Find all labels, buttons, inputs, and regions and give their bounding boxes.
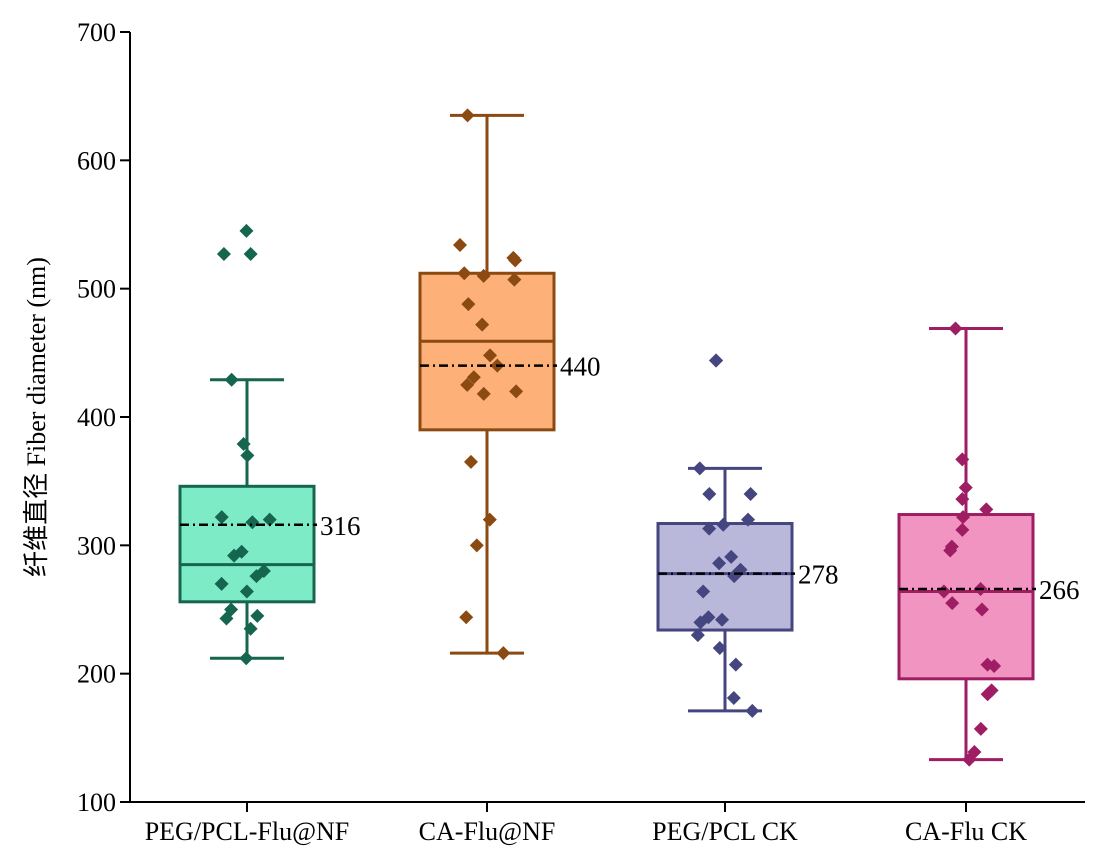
category-label: CA-Flu@NF — [419, 817, 556, 846]
data-point — [945, 596, 960, 611]
data-point — [948, 321, 963, 336]
data-point — [956, 510, 971, 525]
points-layer — [180, 108, 1036, 767]
data-point — [461, 297, 476, 312]
data-point — [249, 569, 264, 584]
y-tick-label: 400 — [77, 403, 116, 432]
y-tick-label: 500 — [77, 275, 116, 304]
data-point — [508, 253, 523, 268]
iqr-box — [178, 484, 316, 604]
data-point — [726, 691, 741, 706]
data-point — [741, 512, 756, 527]
category-label: PEG/PCL CK — [652, 817, 798, 846]
mean-value-label: 278 — [798, 560, 839, 590]
data-point — [239, 223, 254, 238]
data-point — [243, 247, 258, 262]
y-tick-label: 300 — [77, 531, 116, 560]
data-point — [690, 628, 705, 643]
data-point — [216, 247, 231, 262]
data-point — [483, 348, 498, 363]
data-point — [460, 377, 475, 392]
data-point — [219, 611, 234, 626]
boxes-layer — [178, 113, 1035, 762]
data-point — [955, 492, 970, 507]
data-point — [507, 272, 522, 287]
data-point — [239, 651, 254, 666]
data-point — [693, 615, 708, 630]
data-point — [453, 238, 468, 253]
data-point — [709, 353, 724, 368]
data-point — [250, 608, 265, 623]
data-point — [974, 602, 989, 617]
data-point — [702, 521, 717, 536]
data-point — [724, 549, 739, 564]
data-point — [227, 548, 242, 563]
data-point — [224, 372, 239, 387]
data-point — [962, 752, 977, 767]
data-point — [743, 487, 758, 501]
data-point — [712, 556, 727, 571]
y-axis-title: 纤维直径 Fiber diameter (nm) — [22, 257, 51, 577]
data-point — [476, 268, 491, 283]
iqr-box — [418, 271, 556, 432]
data-point — [728, 657, 743, 672]
data-point — [715, 612, 730, 627]
data-point — [476, 386, 491, 401]
data-point — [214, 510, 229, 525]
category-label: PEG/PCL-Flu@NF — [145, 817, 350, 846]
data-point — [482, 512, 497, 527]
data-point — [459, 610, 474, 625]
data-point — [987, 658, 1002, 673]
iqr-box — [897, 513, 1035, 681]
data-point — [240, 448, 255, 463]
data-point — [712, 641, 727, 655]
data-point — [955, 522, 970, 537]
data-point — [958, 480, 973, 495]
category-label: CA-Flu CK — [905, 817, 1027, 846]
mean-value-label: 266 — [1039, 575, 1080, 605]
data-point — [696, 584, 711, 599]
axes-layer — [120, 31, 1085, 812]
data-point — [509, 384, 524, 399]
data-point — [460, 108, 475, 123]
y-tick-label: 100 — [77, 788, 116, 817]
data-point — [466, 370, 481, 385]
data-point — [214, 576, 229, 591]
data-point — [973, 721, 988, 736]
data-point — [245, 515, 260, 530]
data-point — [236, 436, 251, 451]
data-point — [692, 461, 707, 476]
mean-value-label: 440 — [560, 352, 601, 382]
y-tick-label: 600 — [77, 146, 116, 175]
data-point — [979, 502, 994, 517]
y-tick-label: 700 — [77, 18, 116, 47]
data-point — [262, 512, 277, 527]
data-point — [716, 517, 731, 532]
data-point — [463, 454, 478, 469]
data-point — [457, 266, 472, 281]
data-point — [475, 317, 490, 332]
data-point — [243, 621, 258, 636]
data-point — [980, 687, 995, 702]
y-tick-label: 200 — [77, 660, 116, 689]
mean-value-label: 316 — [320, 511, 361, 541]
data-point — [496, 646, 511, 661]
data-point — [955, 452, 970, 467]
data-point — [745, 703, 760, 718]
data-point — [702, 487, 717, 501]
data-point — [469, 538, 484, 553]
data-point — [239, 584, 254, 599]
data-point — [943, 543, 958, 558]
iqr-box — [656, 522, 794, 632]
